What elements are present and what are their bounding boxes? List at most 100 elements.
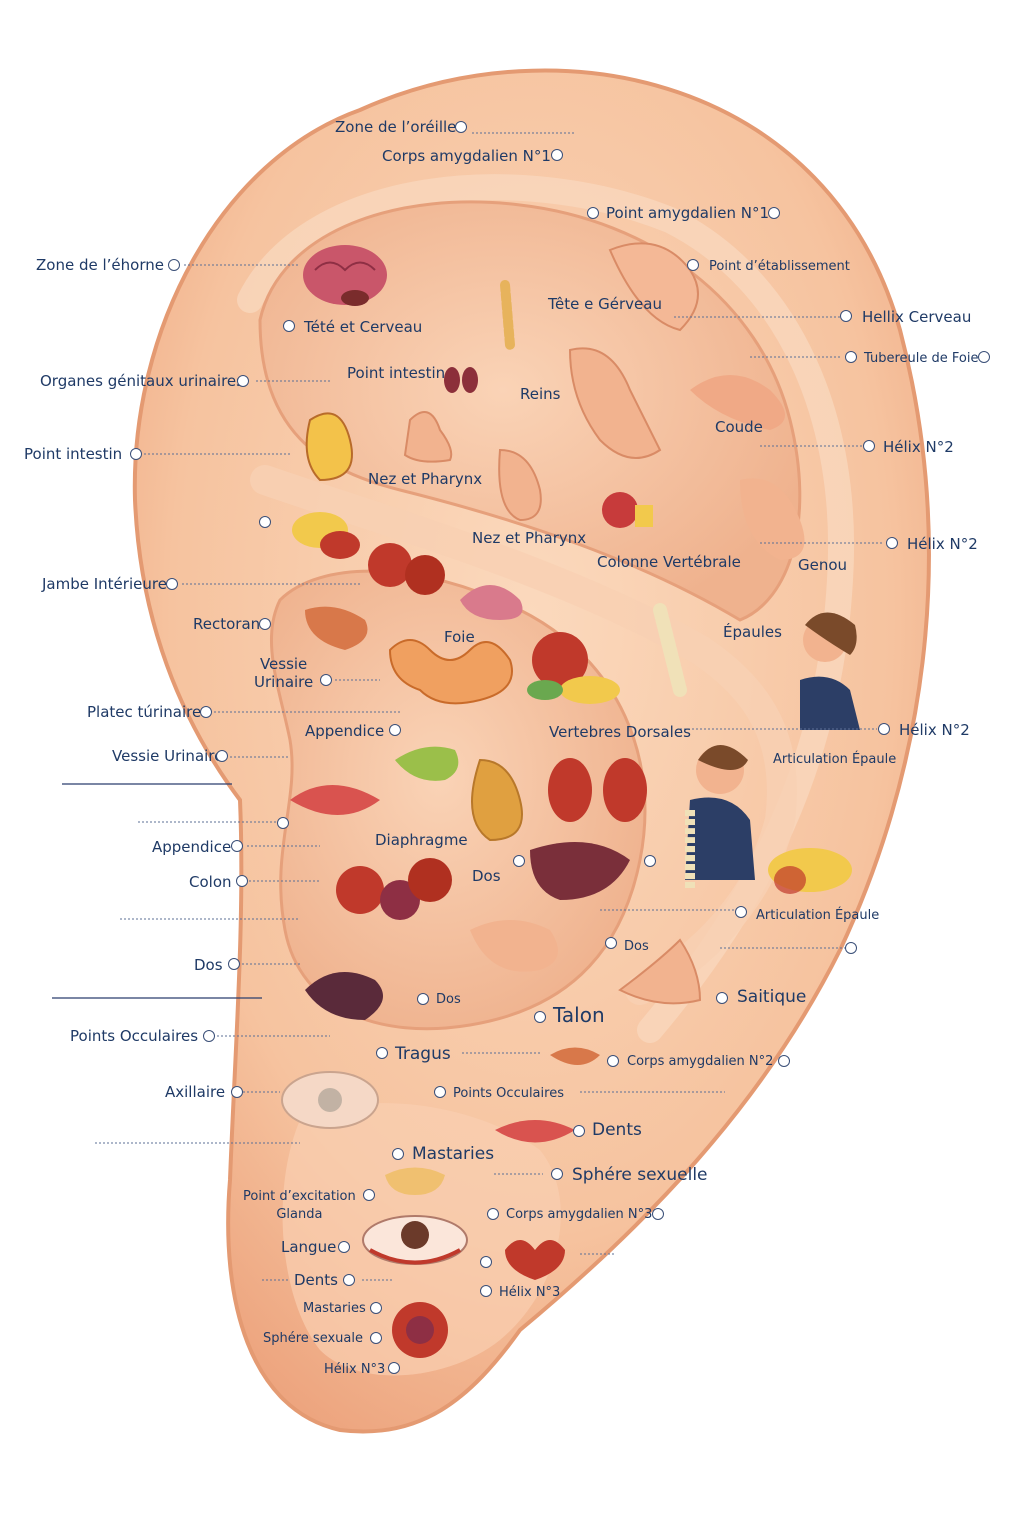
colon-orange-illustration [471, 758, 523, 842]
label-saitique: Saitique [737, 987, 807, 1007]
point-marker[interactable] [363, 1189, 375, 1201]
point-marker[interactable] [320, 674, 332, 686]
point-marker[interactable] [978, 351, 990, 363]
point-marker[interactable] [434, 1086, 446, 1098]
label-tubereule-foie: Tubereule de Foie [864, 351, 979, 366]
elbow-illustration [690, 375, 785, 430]
solid-rule-lines [52, 783, 262, 999]
label-langue: Langue [281, 1238, 337, 1256]
label-helix-2-c: Hélix N°2 [899, 721, 970, 739]
point-marker[interactable] [370, 1302, 382, 1314]
point-marker[interactable] [644, 855, 656, 867]
woman-side-figure [684, 745, 755, 890]
eye-large-illustration [362, 1215, 468, 1265]
organ-cluster-illustration [602, 492, 653, 528]
point-marker[interactable] [231, 1086, 243, 1098]
point-marker[interactable] [200, 706, 212, 718]
label-appendice-b: Appendice [152, 838, 232, 856]
label-colonne-vertebrale: Colonne Vertébrale [597, 553, 741, 571]
tooth-illustration [385, 1167, 445, 1195]
point-marker[interactable] [487, 1208, 499, 1220]
label-dents-b: Dents [294, 1271, 338, 1289]
label-corps-amygdalien-3: Corps amygdalien N°3 [506, 1207, 653, 1222]
point-marker[interactable] [203, 1030, 215, 1042]
point-marker[interactable] [480, 1256, 492, 1268]
point-marker[interactable] [886, 537, 898, 549]
hand-open-illustration [470, 920, 558, 972]
point-marker[interactable] [551, 149, 563, 161]
point-marker[interactable] [343, 1274, 355, 1286]
point-marker[interactable] [338, 1241, 350, 1253]
point-marker[interactable] [551, 1168, 563, 1180]
point-marker[interactable] [687, 259, 699, 271]
point-marker[interactable] [277, 817, 289, 829]
point-marker[interactable] [130, 448, 142, 460]
woman-upper-figure [800, 612, 860, 730]
point-marker[interactable] [389, 724, 401, 736]
point-marker[interactable] [735, 906, 747, 918]
label-corps-amygdalien-2: Corps amygdalien N°2 [627, 1054, 774, 1069]
point-marker[interactable] [259, 618, 271, 630]
point-marker[interactable] [370, 1332, 382, 1344]
point-marker[interactable] [388, 1362, 400, 1374]
point-marker[interactable] [878, 723, 890, 735]
label-tragus: Tragus [395, 1044, 451, 1064]
label-nez-pharynx-a: Nez et Pharynx [368, 470, 483, 488]
point-marker[interactable] [392, 1148, 404, 1160]
label-point-intestin-inner: Point intestin [347, 364, 446, 382]
point-marker[interactable] [237, 375, 249, 387]
point-marker[interactable] [716, 992, 728, 1004]
heart-organs-illustration [336, 858, 452, 920]
tragus-organ-illustration [550, 1047, 600, 1065]
point-marker[interactable] [845, 942, 857, 954]
label-sphere-sexuale: Sphére sexuale [263, 1331, 363, 1346]
leader-lines [95, 132, 884, 1281]
digestive-organs-illustration [527, 632, 620, 704]
point-marker[interactable] [480, 1285, 492, 1297]
point-marker[interactable] [768, 207, 780, 219]
point-marker[interactable] [228, 958, 240, 970]
point-marker[interactable] [534, 1011, 546, 1023]
point-marker[interactable] [513, 855, 525, 867]
spleen-illustration [305, 972, 383, 1020]
label-dents-a: Dents [592, 1120, 642, 1140]
label-foie: Foie [444, 628, 475, 646]
point-marker[interactable] [605, 937, 617, 949]
label-axillaire: Axillaire [165, 1083, 226, 1101]
label-mastaries-a: Mastaries [412, 1144, 495, 1164]
label-tete-et-cerveau: Tété et Cerveau [304, 318, 423, 336]
point-marker[interactable] [863, 440, 875, 452]
point-marker[interactable] [840, 310, 852, 322]
point-marker[interactable] [587, 207, 599, 219]
point-marker[interactable] [216, 750, 228, 762]
point-marker[interactable] [417, 993, 429, 1005]
label-point-etablissement: Point d’établissement [709, 259, 850, 274]
lips-lower-illustration [495, 1120, 575, 1143]
point-marker[interactable] [231, 840, 243, 852]
point-marker[interactable] [283, 320, 295, 332]
point-marker[interactable] [166, 578, 178, 590]
point-marker[interactable] [652, 1208, 664, 1220]
brain-illustration [303, 245, 387, 306]
label-corps-amygdalien-1: Corps amygdalien N°1 [382, 147, 551, 165]
point-marker[interactable] [376, 1047, 388, 1059]
label-helix-3-b: Hélix N°3 [324, 1362, 386, 1377]
point-marker[interactable] [455, 121, 467, 133]
label-hellix-cerveau: Hellix Cerveau [862, 308, 972, 326]
point-marker[interactable] [168, 259, 180, 271]
label-jambe-interieure: Jambe Intérieure [42, 575, 167, 593]
label-tete-gerveau: Tête e Gérveau [548, 295, 662, 313]
hand-illustration [608, 242, 699, 332]
label-helix-3-a: Hélix N°3 [499, 1285, 561, 1300]
label-dos-c: Dos [194, 956, 223, 974]
label-points-occulaires-b: Points Occulaires [453, 1086, 564, 1101]
small-intestine-illustration [388, 639, 513, 705]
point-marker[interactable] [607, 1055, 619, 1067]
point-marker[interactable] [778, 1055, 790, 1067]
point-marker[interactable] [236, 875, 248, 887]
point-marker[interactable] [845, 351, 857, 363]
point-marker[interactable] [573, 1125, 585, 1137]
antihelix-band [250, 465, 797, 1005]
point-marker[interactable] [259, 516, 271, 528]
